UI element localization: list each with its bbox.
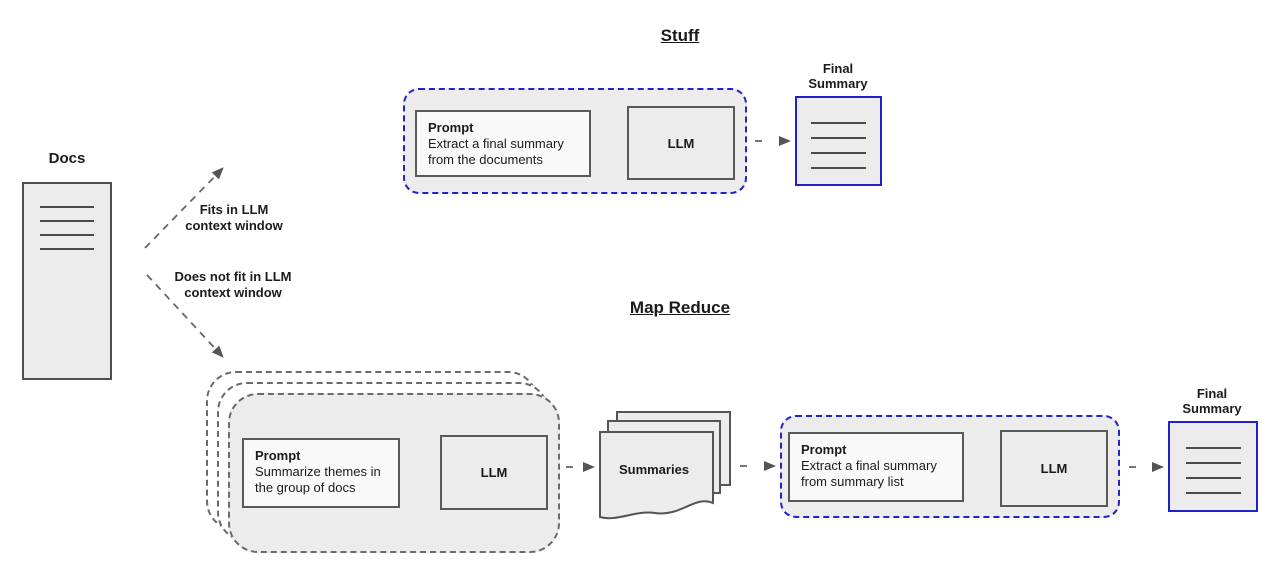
doc-lines-icon [1170,447,1256,507]
map-prompt-title: Prompt [255,448,301,463]
reduce-prompt-title: Prompt [801,442,847,457]
reduce-prompt-text: Extract a final summary from summary lis… [801,458,937,489]
stuff-final-summary-box [795,96,882,186]
stuff-llm-box: LLM [627,106,735,180]
summaries-label: Summaries [618,462,690,477]
doc-lines-icon [797,122,880,182]
stuff-title: Stuff [660,26,700,45]
map-reduce-final-summary-label: Final Summary [1182,386,1242,416]
stuff-prompt-title: Prompt [428,120,474,135]
map-reduce-title: Map Reduce [629,298,731,317]
reduce-llm-box: LLM [1000,430,1108,507]
does-not-fit-label: Does not fit in LLM context window [174,269,292,300]
map-llm-box: LLM [440,435,548,510]
map-prompt-box: Prompt Summarize themes in the group of … [242,438,400,508]
map-reduce-final-summary-box [1168,421,1258,512]
stuff-final-summary-label: Final Summary [808,61,868,91]
fits-in-context-label: Fits in LLM context window [185,202,283,233]
summaries-doc-stack-icon [599,411,731,520]
docs-box [22,182,112,380]
docs-label: Docs [48,150,86,167]
reduce-prompt-box: Prompt Extract a final summary from summ… [788,432,964,502]
stuff-prompt-box: Prompt Extract a final summary from the … [415,110,591,177]
doc-lines-icon [24,206,110,262]
stuff-prompt-text: Extract a final summary from the documen… [428,136,564,167]
map-prompt-text: Summarize themes in the group of docs [255,464,381,495]
